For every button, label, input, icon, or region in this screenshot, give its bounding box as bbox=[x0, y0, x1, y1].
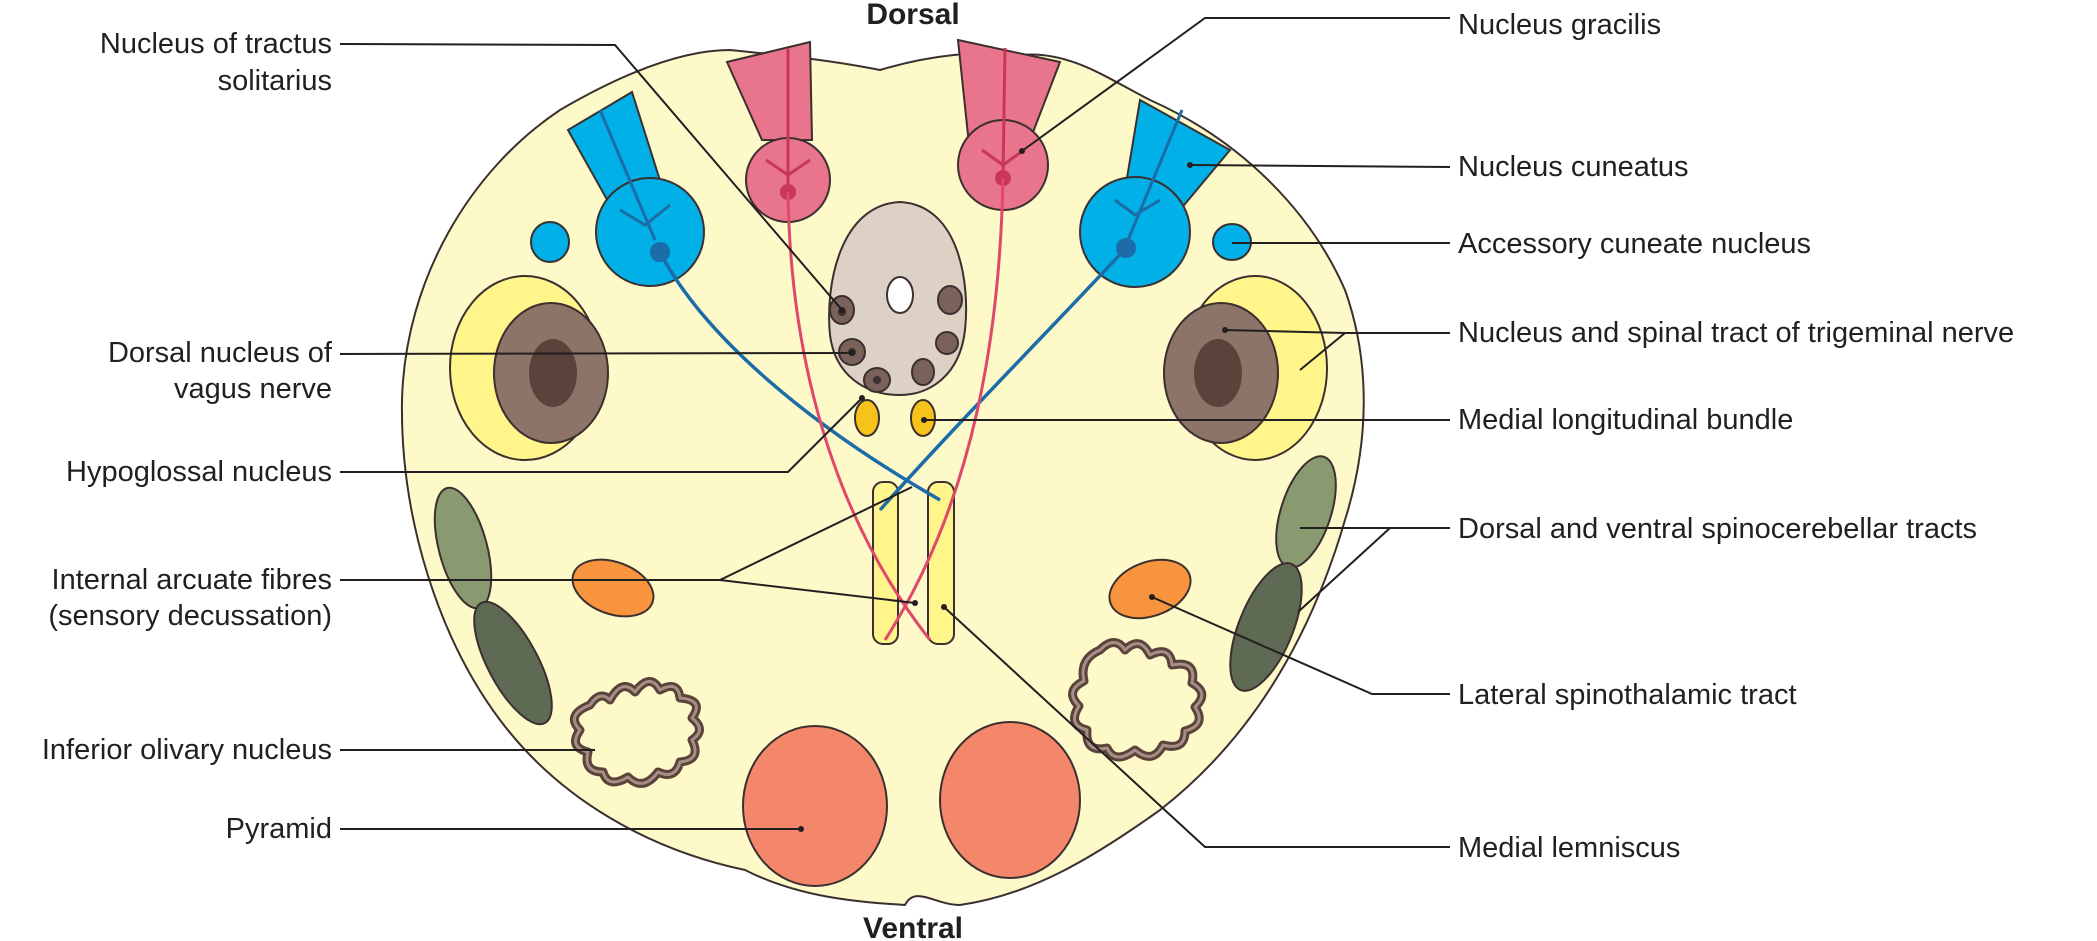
leader-spinothalamic bbox=[1151, 596, 1450, 695]
leader-cuneatus bbox=[1189, 164, 1451, 168]
leader-gracilis bbox=[1021, 17, 1450, 152]
gracile-fibre-left bbox=[765, 48, 811, 190]
leader-arcuate bbox=[340, 486, 916, 604]
pointer-dot-hypoglossal bbox=[859, 395, 865, 401]
central-canal bbox=[886, 276, 914, 314]
lateral-spinothalamic-tract-left bbox=[571, 558, 655, 618]
label-spinocerebellar: Dorsal and ventral spinocerebellar tract… bbox=[1458, 513, 1977, 545]
label-pyramid: Pyramid bbox=[226, 813, 332, 845]
trigeminal-core-left bbox=[529, 339, 577, 407]
pointer-dot-dorsal-vagus bbox=[849, 350, 855, 356]
label-medial-lemniscus: Medial lemniscus bbox=[1458, 832, 1680, 864]
gracile-fibre-right bbox=[981, 47, 1025, 176]
inferior-olivary-nucleus-left-inner bbox=[572, 680, 701, 785]
inferior-olivary-nucleus-right-inner bbox=[1071, 641, 1204, 759]
label-hypoglossal: Hypoglossal nucleus bbox=[66, 456, 332, 488]
label-mlf: Medial longitudinal bundle bbox=[1458, 404, 1793, 436]
nucleus-cuneatus-right bbox=[1079, 176, 1191, 288]
label-dorsal-vagus-line1: Dorsal nucleus of bbox=[108, 337, 333, 369]
pointer-dot-cuneatus bbox=[1187, 162, 1193, 168]
cuneate-fibre-left bbox=[598, 109, 671, 241]
medial-longitudinal-bundle-left bbox=[854, 399, 880, 437]
ventral-spinocerebellar-tract-left bbox=[473, 600, 553, 726]
cuneate-fibre-right bbox=[1114, 109, 1184, 241]
pointer-dot-gracilis bbox=[1019, 148, 1025, 154]
trigeminal-core-right bbox=[1194, 339, 1242, 407]
label-spinothalamic: Lateral spinothalamic tract bbox=[1458, 679, 1797, 711]
cn-nucleus-right-3 bbox=[911, 358, 935, 386]
cn-cell-3 bbox=[873, 376, 881, 384]
arcuate-fibre-blue-right bbox=[878, 246, 1128, 512]
arcuate-fibre-red-right bbox=[883, 177, 1005, 641]
lateral-spinothalamic-tract-right bbox=[1108, 558, 1192, 620]
cn-nucleus-right-1 bbox=[937, 285, 963, 315]
leader-tractus-solitarius bbox=[339, 43, 843, 311]
label-gracilis: Nucleus gracilis bbox=[1458, 9, 1661, 41]
pointer-dot-arcuate bbox=[912, 600, 918, 606]
label-trigeminal: Nucleus and spinal tract of trigeminal n… bbox=[1458, 317, 2014, 349]
pointer-dot-medial-lemniscus bbox=[941, 604, 947, 610]
label-tractus-solitarius-line1: Nucleus of tractus bbox=[100, 28, 332, 60]
label-arcuate-line2: (sensory decussation) bbox=[48, 600, 332, 632]
label-inferior-olivary: Inferior olivary nucleus bbox=[42, 734, 332, 766]
arcuate-fibre-blue-left bbox=[658, 251, 941, 502]
ventral-spinocerebellar-tract-right bbox=[1229, 562, 1303, 692]
leader-medial-lemniscus bbox=[943, 606, 1450, 848]
cn-nucleus-right-2 bbox=[935, 331, 959, 355]
label-arcuate-line1: Internal arcuate fibres bbox=[52, 564, 332, 596]
pointer-dot-mlf bbox=[921, 417, 927, 423]
fasciculus-gracilis-left bbox=[725, 40, 814, 141]
pyramid-left bbox=[742, 725, 888, 887]
label-tractus-solitarius-line2: solitarius bbox=[218, 65, 332, 97]
label-accessory-cuneate: Accessory cuneate nucleus bbox=[1458, 228, 1811, 260]
dorsal-label: Dorsal bbox=[866, 0, 959, 31]
pointer-dot-trigeminal bbox=[1222, 327, 1228, 333]
pointer-dot-tractus-solitarius bbox=[839, 307, 845, 313]
pointer-dot-spinothalamic bbox=[1149, 594, 1155, 600]
accessory-cuneate-nucleus-left bbox=[530, 221, 570, 263]
leader-spinocerebellar bbox=[1297, 527, 1450, 613]
label-dorsal-vagus-line2: vagus nerve bbox=[174, 373, 332, 405]
label-cuneatus: Nucleus cuneatus bbox=[1458, 151, 1689, 183]
medial-lemniscus-left bbox=[872, 481, 899, 645]
leader-hypoglossal bbox=[340, 397, 863, 473]
pointer-dot-pyramid bbox=[798, 826, 804, 832]
leader-dorsal-vagus bbox=[339, 352, 853, 355]
ventral-label: Ventral bbox=[863, 912, 963, 941]
pyramid-right bbox=[939, 721, 1081, 879]
leader-trigeminal bbox=[1224, 329, 1450, 371]
